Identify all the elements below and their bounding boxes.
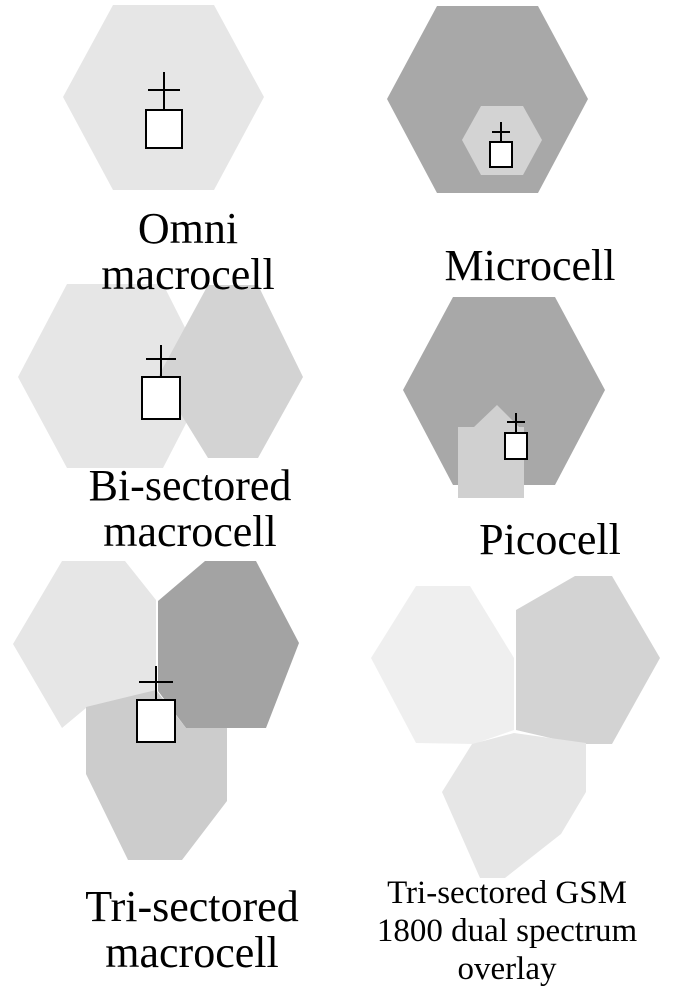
gsm-bottom-hexagon <box>442 733 586 878</box>
bi-label-line2: macrocell <box>103 507 277 557</box>
antenna-site-icon <box>504 413 528 460</box>
pico-cell-hexagon <box>403 297 605 485</box>
tri-label-line1: Tri-sectored <box>85 882 299 931</box>
pico-label-text: Picocell <box>479 515 621 564</box>
gsm-right-hexagon <box>516 576 660 744</box>
omni-macrocell-panel <box>63 5 264 190</box>
micro-label-text: Microcell <box>444 241 616 290</box>
gsm-overlay-panel <box>371 576 660 878</box>
gsm-top-left-hexagon <box>371 586 514 744</box>
gsm-label-line3: overlay <box>457 950 557 987</box>
bi-label-line1: Bi-sectored <box>88 461 292 510</box>
tri-sectored-panel <box>13 561 299 860</box>
omni-macrocell-label: Omni macrocell <box>88 204 288 300</box>
microcell-label: Microcell <box>420 241 640 290</box>
tri-sector-right-hexagon <box>158 561 299 728</box>
antenna-site-icon <box>141 345 181 420</box>
picocell-label: Picocell <box>455 515 645 564</box>
gsm-label-line1: Tri-sectored GSM <box>387 875 627 911</box>
bi-sector-left-hexagon <box>18 284 210 468</box>
antenna-site-icon <box>489 122 513 168</box>
omni-label-line2: macrocell <box>101 250 275 300</box>
gsm-label-line2: 1800 dual spectrum <box>376 912 638 949</box>
picocell-panel <box>403 297 605 498</box>
bi-sectored-label: Bi-sectored macrocell <box>65 461 315 557</box>
antenna-site-icon <box>145 72 183 149</box>
tri-sector-top-left-hexagon <box>13 561 156 728</box>
omni-label-line1: Omni <box>137 204 239 253</box>
pico-coverage-arrow <box>458 405 524 498</box>
microcell-panel <box>387 6 588 193</box>
tri-sector-bottom-hexagon <box>86 690 227 860</box>
antenna-site-icon <box>136 666 176 743</box>
tri-sectored-label: Tri-sectored macrocell <box>62 882 322 978</box>
gsm-overlay-label: Tri-sectored GSM 1800 dual spectrum over… <box>357 875 657 989</box>
tri-label-line2: macrocell <box>105 928 279 978</box>
bi-sectored-panel <box>18 284 303 468</box>
bi-sector-right-hexagon <box>158 285 303 458</box>
